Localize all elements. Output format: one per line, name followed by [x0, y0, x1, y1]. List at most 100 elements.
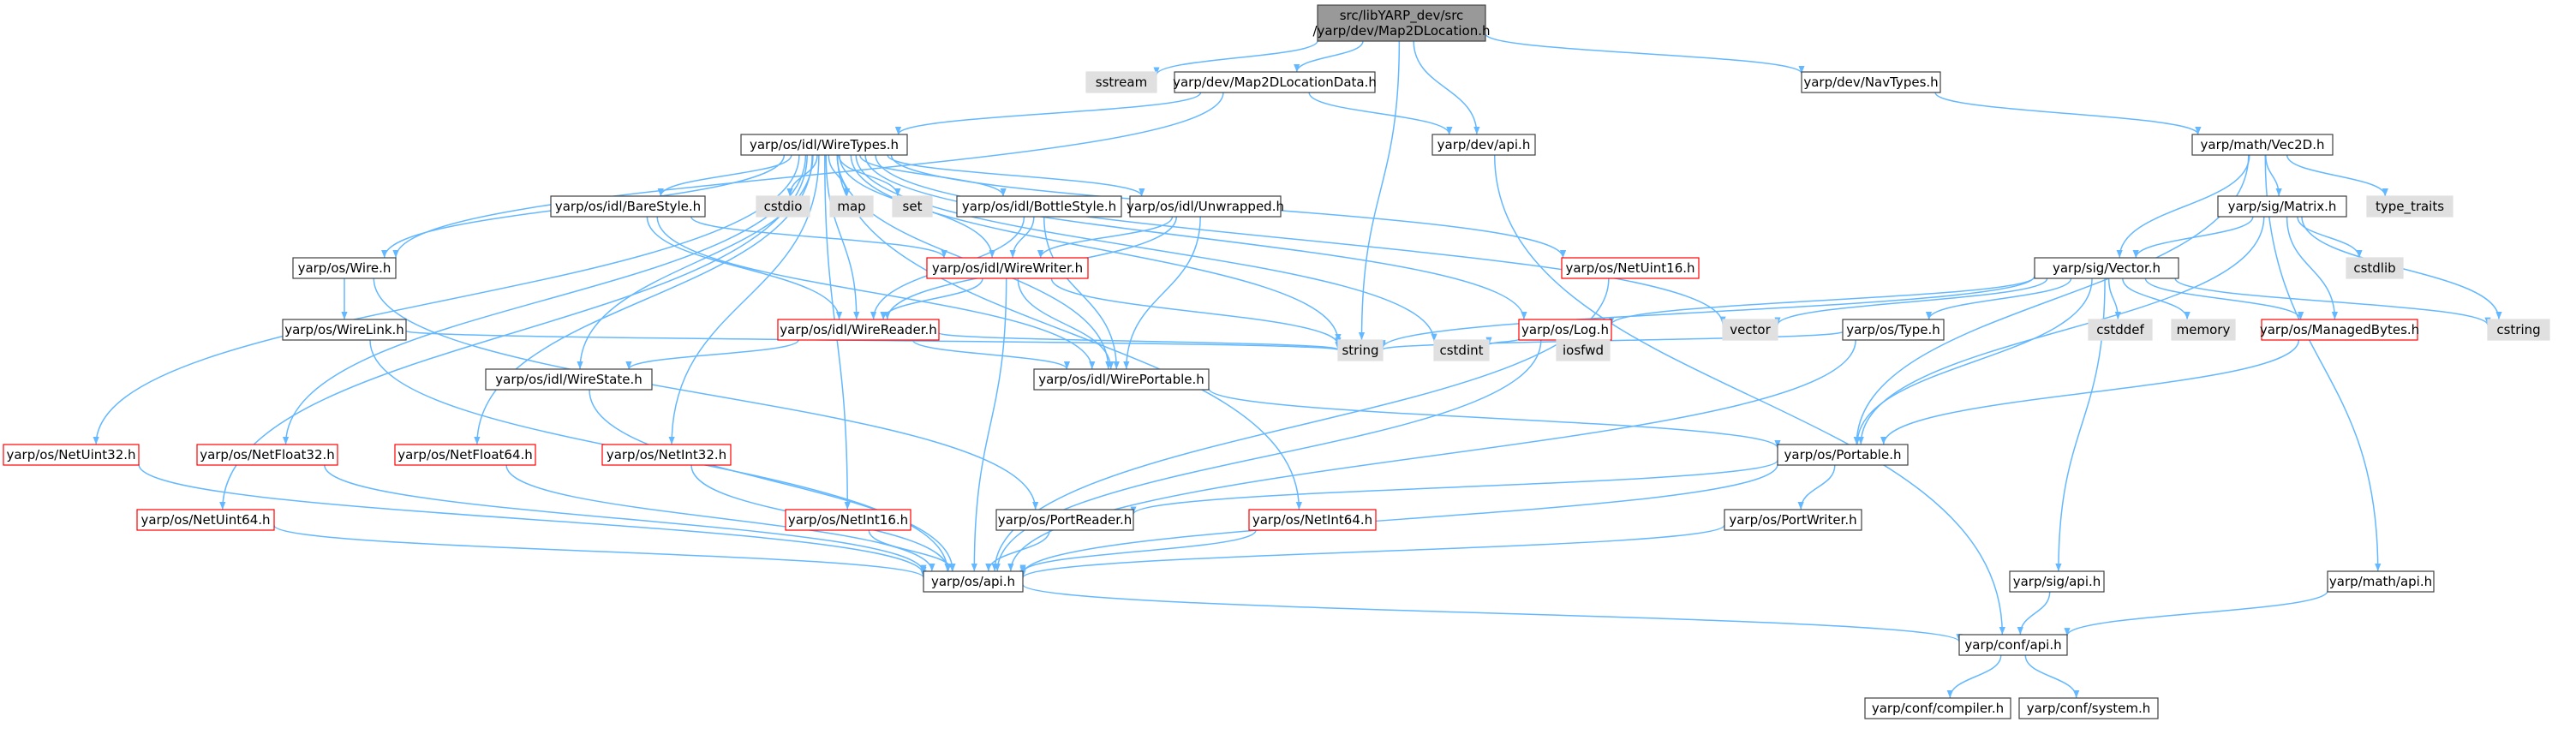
node-sigapi[interactable]: yarp/sig/api.h [2009, 570, 2105, 593]
node-label: yarp/os/WireLink.h [284, 322, 404, 337]
edge-wirewriter-to-osapi [971, 277, 1007, 572]
node-system[interactable]: yarp/conf/system.h [2018, 697, 2159, 719]
node-netuint16[interactable]: yarp/os/NetUint16.h [1561, 257, 1700, 279]
node-bottlestyle[interactable]: yarp/os/idl/BottleStyle.h [956, 195, 1122, 218]
node-vector: vector [1722, 319, 1778, 341]
edge-navtypes-to-vec2d [1934, 92, 2202, 135]
edge-barestyle-to-wirewriter [690, 216, 947, 259]
node-wirereader[interactable]: yarp/os/idl/WireReader.h [777, 319, 940, 341]
node-box [1556, 339, 1611, 361]
node-netint64[interactable]: yarp/os/NetInt64.h [1248, 509, 1377, 531]
edge-netfloat64-to-osapi [505, 464, 935, 572]
edge-map2dlocdata-to-devapi [1308, 92, 1453, 135]
edge-wiretypes-to-netuint64 [219, 154, 808, 510]
node-label: yarp/dev/NavTypes.h [1803, 75, 1938, 90]
node-wirewriter[interactable]: yarp/os/idl/WireWriter.h [926, 257, 1089, 279]
node-label: yarp/conf/compiler.h [1872, 701, 2004, 716]
edge-vec2d-to-type_traits [2286, 154, 2388, 197]
edge-map2dlocdata-to-wiretypes [895, 92, 1202, 135]
node-mathapi[interactable]: yarp/math/api.h [2327, 570, 2435, 593]
node-netuint32[interactable]: yarp/os/NetUint32.h [3, 444, 140, 466]
node-box [2261, 319, 2418, 341]
edge-wiretypes-to-cstdint [855, 154, 1437, 342]
edge-sigvector-to-vector [1774, 277, 2048, 325]
edge-unwrapped-to-wireportable [1123, 216, 1201, 370]
edge-wirewriter-to-wireportable [1017, 277, 1115, 370]
edge-wirereader-to-string [938, 332, 1342, 350]
node-portwriter[interactable]: yarp/os/PortWriter.h [1724, 509, 1862, 531]
node-wirelink[interactable]: yarp/os/WireLink.h [282, 319, 407, 341]
node-box [2346, 257, 2404, 279]
node-label: yarp/dev/Map2DLocationData.h [1173, 75, 1377, 90]
node-label: yarp/conf/system.h [2027, 701, 2151, 716]
edge-netuint32-to-osapi [138, 463, 927, 575]
header-nodes: src/libYARP_dev/src/yarp/dev/Map2DLocati… [3, 4, 2550, 719]
node-label: yarp/os/NetInt32.h [607, 447, 726, 462]
node-netint16[interactable]: yarp/os/NetInt16.h [785, 509, 911, 531]
node-box [956, 195, 1122, 218]
node-netint32[interactable]: yarp/os/NetInt32.h [601, 444, 732, 466]
node-label: yarp/os/idl/WireWriter.h [932, 260, 1083, 276]
edge-wiretypes-to-netint32 [668, 154, 820, 445]
node-wire[interactable]: yarp/os/Wire.h [292, 257, 397, 279]
node-box [1777, 444, 1909, 466]
node-compiler[interactable]: yarp/conf/compiler.h [1864, 697, 2011, 719]
edge-sigvector-to-portable [1854, 277, 2093, 445]
node-portreader[interactable]: yarp/os/PortReader.h [995, 509, 1134, 531]
node-label: type_traits [2376, 199, 2444, 215]
node-cstdint: cstdint [1433, 339, 1490, 361]
edge-portable-to-osapi [1019, 463, 1778, 575]
node-box [923, 570, 1024, 593]
node-label: yarp/os/Portable.h [1784, 447, 1902, 462]
node-box [1801, 71, 1941, 93]
node-confapi[interactable]: yarp/conf/api.h [1958, 634, 2068, 656]
node-map2dlocdata[interactable]: yarp/dev/Map2DLocationData.h [1173, 71, 1377, 93]
node-osapi[interactable]: yarp/os/api.h [923, 570, 1024, 593]
edge-wiretypes-to-wirereader [825, 154, 860, 320]
edge-ostype-to-string [1379, 331, 1844, 350]
edge-wiretypes-to-log [864, 154, 1527, 320]
node-netfloat64[interactable]: yarp/os/NetFloat64.h [394, 444, 536, 466]
node-label: yarp/os/NetUint16.h [1565, 260, 1694, 276]
edge-unwrapped-to-wirewriter [1037, 216, 1174, 259]
node-navtypes[interactable]: yarp/dev/NavTypes.h [1801, 71, 1941, 93]
edge-sigvector-to-memory [2122, 277, 2190, 320]
node-ostype[interactable]: yarp/os/Type.h [1842, 319, 1945, 341]
edge-sigvector-to-cstddef [2107, 277, 2121, 320]
node-label: cstddef [2096, 322, 2144, 337]
edge-portable-to-portreader [1130, 459, 1778, 515]
node-cstdlib: cstdlib [2346, 257, 2404, 279]
node-label: yarp/os/Type.h [1846, 322, 1940, 337]
node-label: yarp/os/PortReader.h [998, 512, 1133, 528]
node-barestyle[interactable]: yarp/os/idl/BareStyle.h [550, 195, 706, 218]
node-portable[interactable]: yarp/os/Portable.h [1777, 444, 1909, 466]
node-wirestate[interactable]: yarp/os/idl/WireState.h [485, 368, 653, 391]
node-wireportable[interactable]: yarp/os/idl/WirePortable.h [1033, 368, 1210, 391]
edge-managedbytes-to-portable [1880, 339, 2300, 445]
node-vec2d[interactable]: yarp/math/Vec2D.h [2191, 134, 2334, 156]
node-matrix[interactable]: yarp/sig/Matrix.h [2217, 195, 2347, 218]
node-netuint64[interactable]: yarp/os/NetUint64.h [136, 509, 275, 531]
edge-netint64-to-osapi [1019, 529, 1257, 573]
node-box [2088, 319, 2153, 341]
edge-wiretypes-to-map [828, 154, 851, 197]
edge-matrix-to-cstdlib [2297, 216, 2363, 259]
edge-wirewriter-to-wirereader [880, 277, 983, 320]
node-sigvector[interactable]: yarp/sig/Vector.h [2034, 257, 2179, 279]
node-label: yarp/os/idl/BareStyle.h [555, 199, 701, 214]
node-netfloat32[interactable]: yarp/os/NetFloat32.h [196, 444, 338, 466]
edge-sigvector-to-cstring [2174, 277, 2491, 325]
node-label: yarp/os/NetInt64.h [1252, 512, 1372, 528]
node-wiretypes[interactable]: yarp/os/idl/WireTypes.h [740, 134, 908, 156]
node-unwrapped[interactable]: yarp/os/idl/Unwrapped.h [1127, 195, 1284, 218]
node-devapi[interactable]: yarp/dev/api.h [1431, 134, 1536, 156]
node-box [2366, 195, 2453, 218]
node-log[interactable]: yarp/os/Log.h [1518, 319, 1612, 341]
node-root[interactable]: src/libYARP_dev/src/yarp/dev/Map2DLocati… [1312, 4, 1491, 42]
node-label: yarp/os/Wire.h [298, 260, 391, 276]
node-box [1561, 257, 1700, 279]
node-managedbytes[interactable]: yarp/os/ManagedBytes.h [2260, 319, 2419, 341]
node-label: sstream [1096, 75, 1147, 90]
edge-wireportable-to-portable [1208, 388, 1781, 449]
node-box [1958, 634, 2068, 656]
